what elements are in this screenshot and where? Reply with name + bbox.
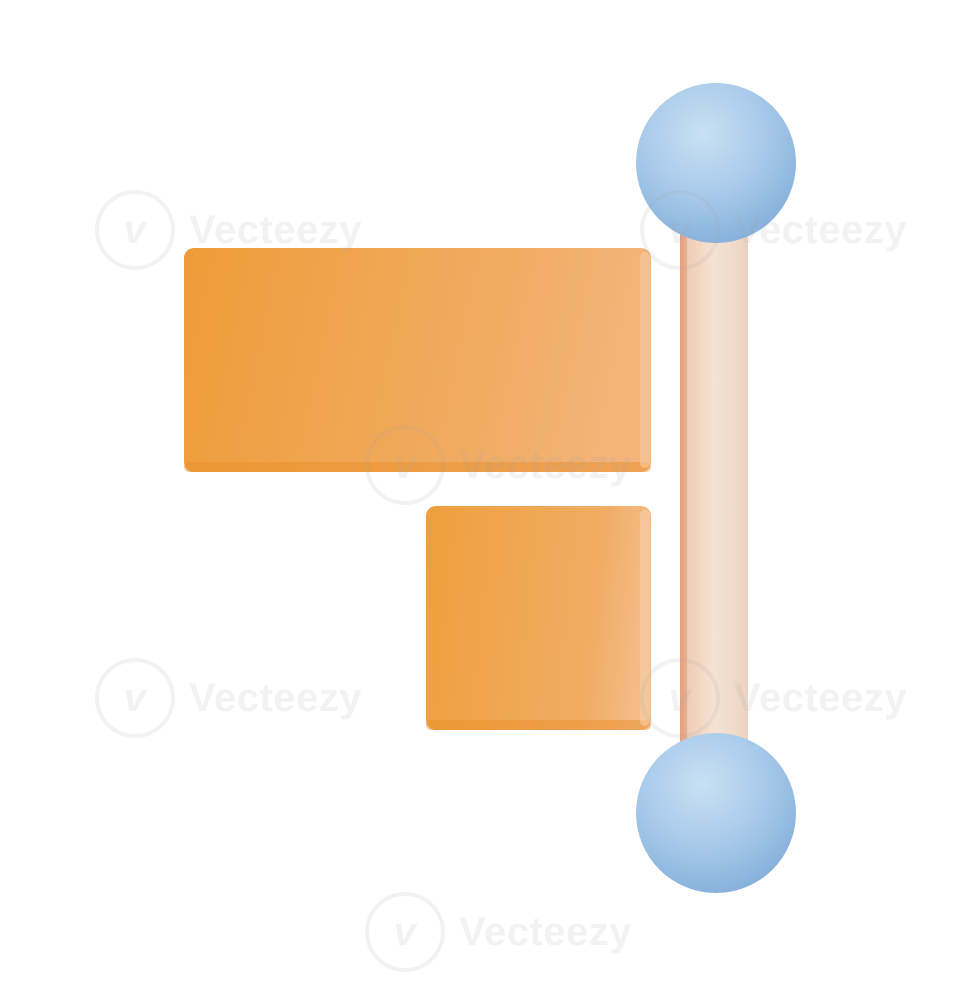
long-bar: [184, 248, 651, 472]
alignment-line: [680, 170, 748, 820]
short-bar: [426, 506, 651, 730]
bottom-sphere: [636, 733, 796, 893]
top-sphere: [636, 83, 796, 243]
